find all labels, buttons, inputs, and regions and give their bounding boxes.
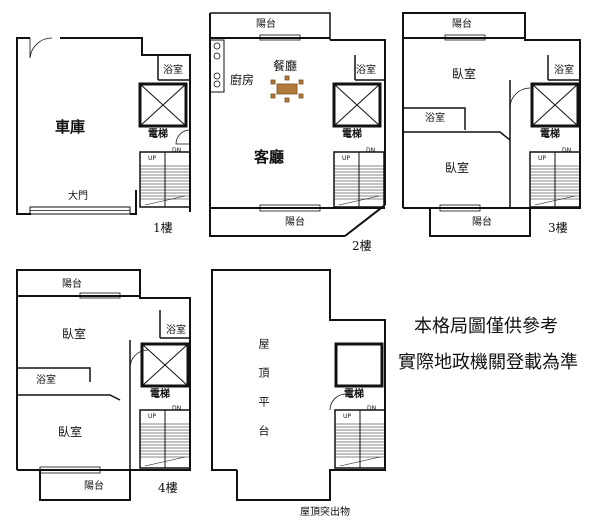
stairs-up-label: UP — [148, 413, 157, 420]
floor-1-walls — [16, 37, 191, 215]
bedroom-label: 臥室 — [452, 67, 477, 81]
bedroom-label: 臥室 — [58, 425, 83, 439]
floor-2-walls — [209, 12, 386, 237]
stairs-down-label: DN — [366, 147, 376, 154]
bedroom-label: 臥室 — [62, 327, 87, 341]
roof-stair-treads — [335, 423, 385, 467]
floor-3-label: 3樓 — [548, 221, 568, 235]
garage-label: 車庫 — [55, 118, 86, 136]
elevator-label: 電梯 — [150, 389, 170, 400]
balcony-bottom-label: 陽台 — [285, 217, 305, 228]
stairs-down-label: DN — [562, 147, 572, 154]
elevator-label: 電梯 — [342, 129, 362, 140]
elevator-label: 電梯 — [344, 389, 364, 400]
disclaimer-line-2: 實際地政機關登載為準 — [398, 352, 578, 373]
roof-structure-label: 屋頂突出物 — [300, 507, 350, 518]
bathroom-label: 浴室 — [554, 65, 574, 76]
floor-3-walls — [402, 12, 581, 237]
balcony-top-label: 陽台 — [62, 279, 82, 290]
roof-terrace-label: 屋頂平台 — [257, 338, 270, 454]
balcony-top-label: 陽台 — [256, 19, 276, 30]
elevator-label: 電梯 — [148, 129, 168, 140]
living-room-label: 客廳 — [254, 148, 285, 166]
stairs-down-label: DN — [172, 147, 182, 154]
elevator-label: 電梯 — [540, 129, 560, 140]
bathroom-label: 浴室 — [356, 65, 376, 76]
roof-walls — [211, 269, 386, 501]
stairs-down-label: DN — [367, 405, 377, 412]
kitchen-label: 廚房 — [230, 73, 255, 87]
floor-3-stair-treads — [530, 165, 580, 206]
balcony-bottom-label: 陽台 — [84, 481, 104, 492]
floor-4-walls — [16, 269, 191, 501]
balcony-bottom-label: 陽台 — [472, 217, 492, 228]
disclaimer-line-1: 本格局圖僅供參考 — [414, 316, 558, 337]
stairs-up-label: UP — [343, 413, 352, 420]
floor-2-label: 2樓 — [352, 239, 372, 253]
floor-4-stair-treads — [140, 423, 190, 467]
stairs-down-label: DN — [172, 405, 182, 412]
bathroom-label: 浴室 — [166, 325, 186, 336]
stairs-up-label: UP — [538, 155, 547, 162]
stairs-up-label: UP — [148, 155, 157, 162]
stairs-up-label: UP — [342, 155, 351, 162]
floor-2-stair-treads — [334, 165, 384, 206]
main-door-label: 大門 — [68, 191, 88, 202]
bathroom-label: 浴室 — [425, 113, 445, 124]
dining-label: 餐廳 — [273, 59, 298, 73]
bedroom-label: 臥室 — [445, 161, 470, 175]
balcony-top-label: 陽台 — [452, 19, 472, 30]
bathroom-label: 浴室 — [163, 65, 183, 76]
floor-4-label: 4樓 — [158, 481, 178, 495]
bathroom-label: 浴室 — [36, 375, 56, 386]
floor-1-label: 1樓 — [153, 221, 173, 235]
floor-1-stair-treads — [140, 165, 190, 206]
floor-2-dining-table — [270, 75, 304, 103]
